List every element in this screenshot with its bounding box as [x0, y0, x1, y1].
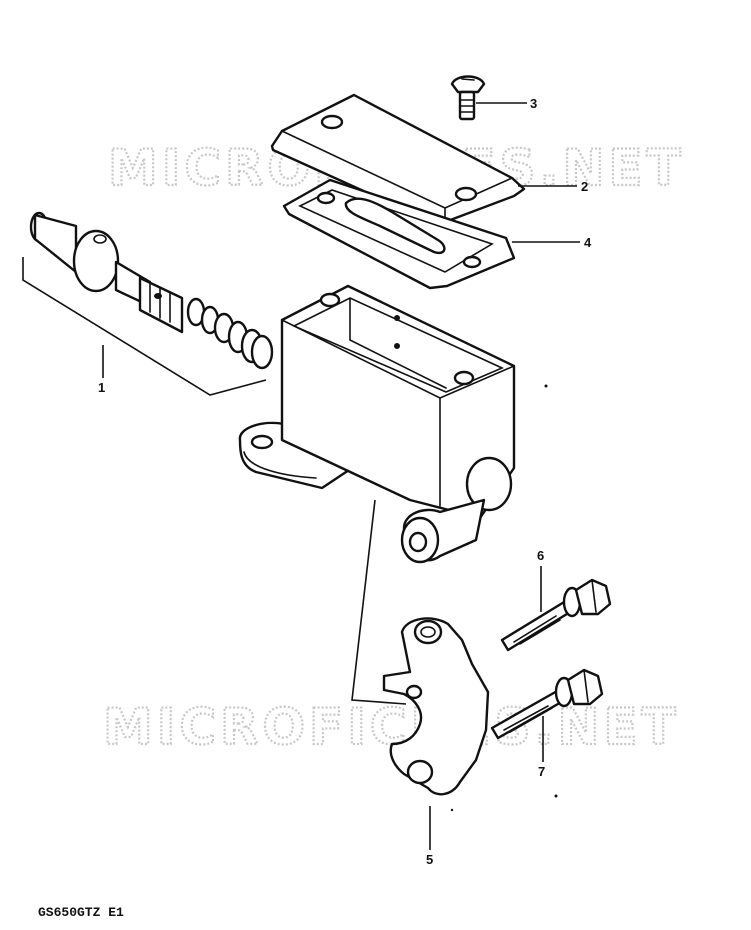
callout-7: 7	[538, 764, 545, 779]
callout-5: 5	[426, 852, 433, 867]
assembly-line	[351, 499, 407, 705]
callout-2: 2	[581, 179, 588, 194]
part-bolt-7	[490, 668, 604, 740]
part-bolt-6	[500, 578, 612, 652]
callout-6: 6	[537, 548, 544, 563]
part-screw	[450, 75, 486, 121]
footer-model-code: GS650GTZ E1	[38, 905, 124, 920]
part-diaphragm	[282, 178, 516, 290]
part-cap-plate	[270, 93, 526, 224]
watermark-bottom: MICROFICHES.NET	[103, 698, 680, 756]
part-cylinder-body	[238, 284, 516, 564]
callout-4: 4	[584, 235, 592, 250]
callout-1: 1	[98, 380, 105, 395]
callout-3: 3	[530, 96, 537, 111]
part-piston-assembly	[29, 211, 274, 370]
part-clamp	[382, 617, 490, 796]
callout-bracket-1	[22, 257, 267, 396]
